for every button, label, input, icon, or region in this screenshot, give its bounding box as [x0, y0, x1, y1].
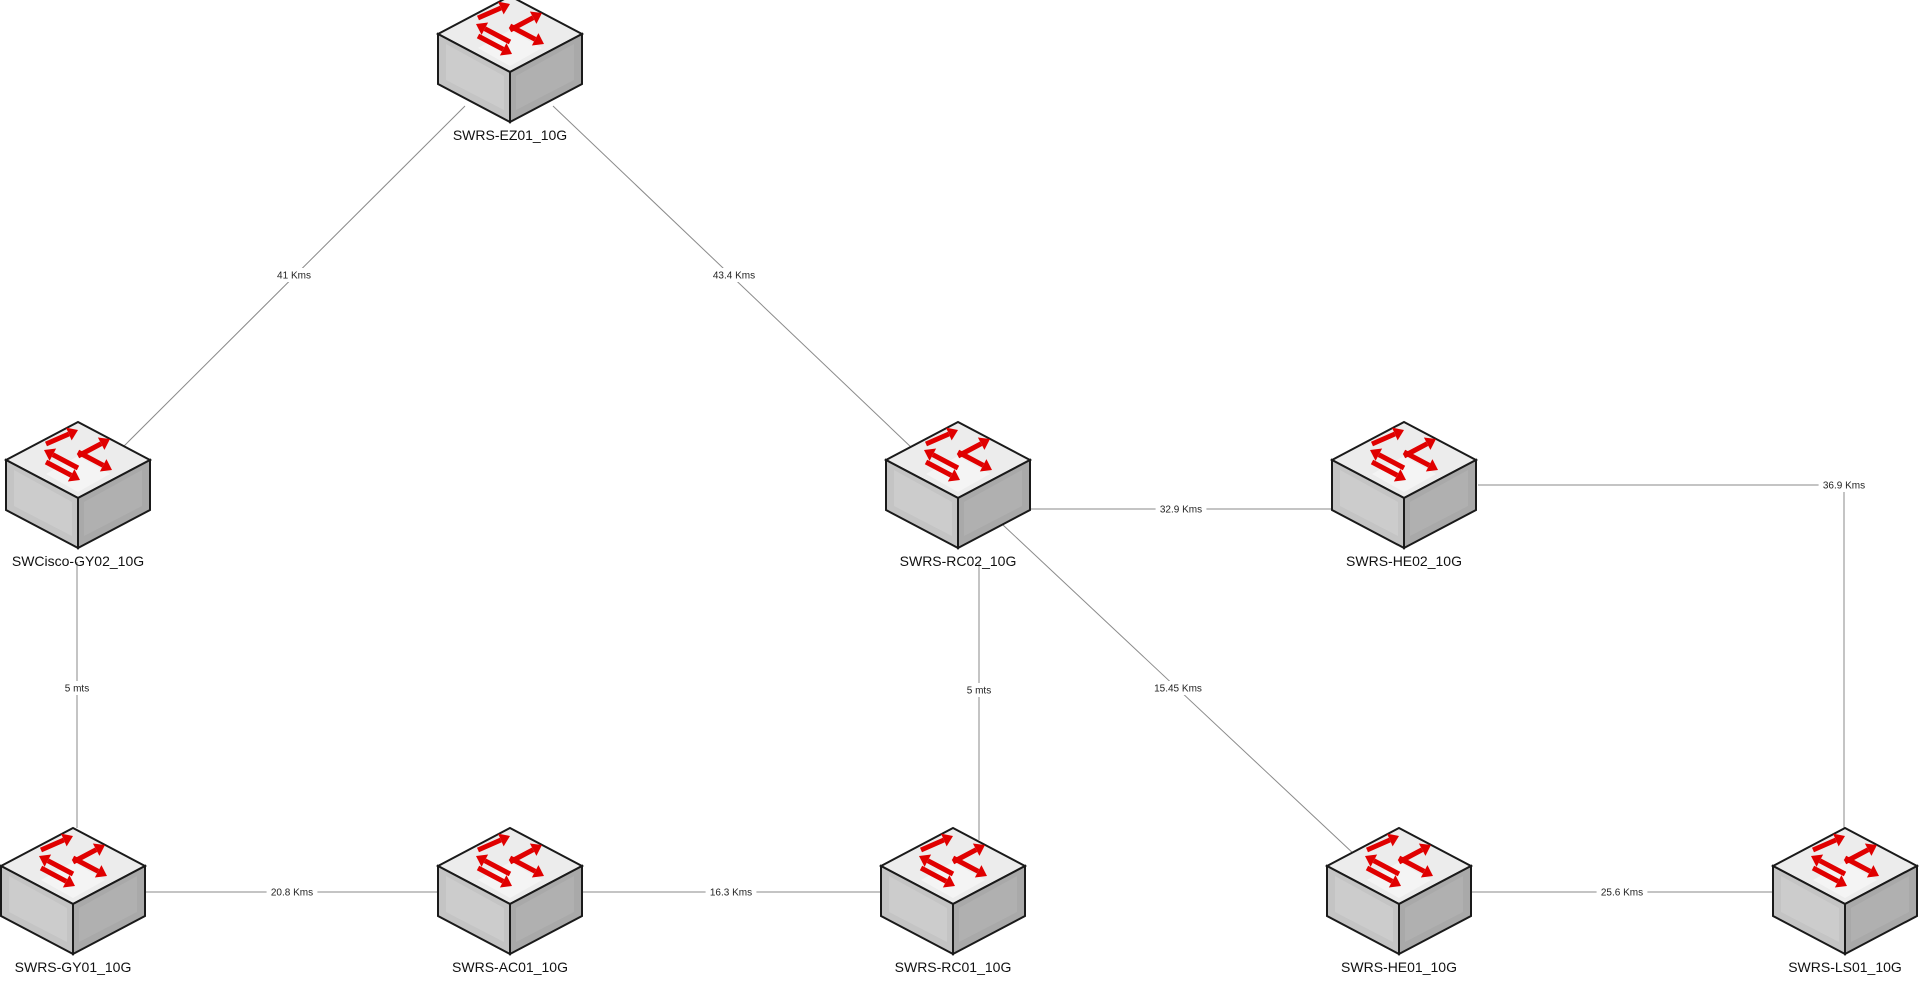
node-label: SWRS-HE02_10G [1346, 553, 1462, 569]
node-label: SWRS-RC01_10G [895, 959, 1012, 975]
link-label: 5 mts [967, 686, 991, 697]
link-label-background [1596, 885, 1648, 899]
link-gy02-gy01: 5 mts [60, 562, 94, 828]
link-label-background [274, 268, 314, 282]
network-switch-icon [883, 420, 1033, 550]
link-label: 16.3 Kms [710, 888, 752, 899]
link-label: 25.6 Kms [1601, 888, 1643, 899]
link-label: 41 Kms [277, 271, 311, 282]
link-ez01-rc02: 43.4 Kms [552, 105, 914, 450]
link-he02-ls01: 36.9 Kms [1478, 478, 1870, 836]
switch-node-ac01[interactable]: SWRS-AC01_10G [435, 826, 585, 975]
links-layer: 41 Kms 43.4 Kms 32.9 Kms 36.9 Kms 5 mts 5 mts… [60, 105, 1870, 899]
node-label: SWRS-RC02_10G [900, 553, 1017, 569]
link-rc02-he02: 32.9 Kms [1030, 502, 1333, 516]
network-switch-icon [878, 826, 1028, 956]
switch-node-rc02[interactable]: SWRS-RC02_10G [883, 420, 1033, 569]
node-label: SWRS-HE01_10G [1341, 959, 1457, 975]
link-label: 32.9 Kms [1160, 505, 1202, 516]
network-switch-icon [0, 826, 148, 956]
switch-node-gy01[interactable]: SWRS-GY01_10G [0, 826, 148, 975]
link-line [1478, 484, 1845, 836]
network-switch-icon [1329, 420, 1479, 550]
network-switch-icon [435, 0, 585, 124]
link-label: 15.45 Kms [1154, 684, 1202, 695]
link-label-background [1149, 681, 1207, 695]
node-label: SWRS-AC01_10G [452, 959, 568, 975]
link-rc02-he01: 15.45 Kms [1002, 524, 1356, 856]
node-label: SWRS-GY01_10G [15, 959, 132, 975]
node-label: SWRS-EZ01_10G [453, 127, 567, 143]
link-label-background [705, 885, 757, 899]
link-label-background [708, 268, 760, 282]
network-switch-icon [1770, 826, 1920, 956]
network-switch-icon [435, 826, 585, 956]
switch-node-ez01[interactable]: SWRS-EZ01_10G [435, 0, 585, 143]
link-gy01-ac01: 20.8 Kms [146, 885, 438, 899]
link-he01-ls01: 25.6 Kms [1471, 885, 1773, 899]
link-label-background [60, 681, 94, 695]
node-label: SWRS-LS01_10G [1788, 959, 1902, 975]
link-rc02-rc01: 5 mts [962, 562, 996, 840]
link-label: 20.8 Kms [271, 888, 313, 899]
switch-node-gy02[interactable]: SWCisco-GY02_10G [3, 420, 153, 569]
link-ez01-gy02: 41 Kms [120, 105, 466, 450]
link-label: 43.4 Kms [713, 271, 755, 282]
switch-node-he02[interactable]: SWRS-HE02_10G [1329, 420, 1479, 569]
link-label-background [1155, 502, 1207, 516]
link-label-background [1818, 478, 1870, 492]
link-label-background [962, 683, 996, 697]
link-label-background [266, 885, 318, 899]
network-switch-icon [1324, 826, 1474, 956]
switch-node-ls01[interactable]: SWRS-LS01_10G [1770, 826, 1920, 975]
switch-node-rc01[interactable]: SWRS-RC01_10G [878, 826, 1028, 975]
switch-node-he01[interactable]: SWRS-HE01_10G [1324, 826, 1474, 975]
link-ac01-rc01: 16.3 Kms [582, 885, 880, 899]
link-label: 5 mts [65, 684, 89, 695]
node-label: SWCisco-GY02_10G [12, 553, 144, 569]
link-label: 36.9 Kms [1823, 481, 1865, 492]
network-switch-icon [3, 420, 153, 550]
